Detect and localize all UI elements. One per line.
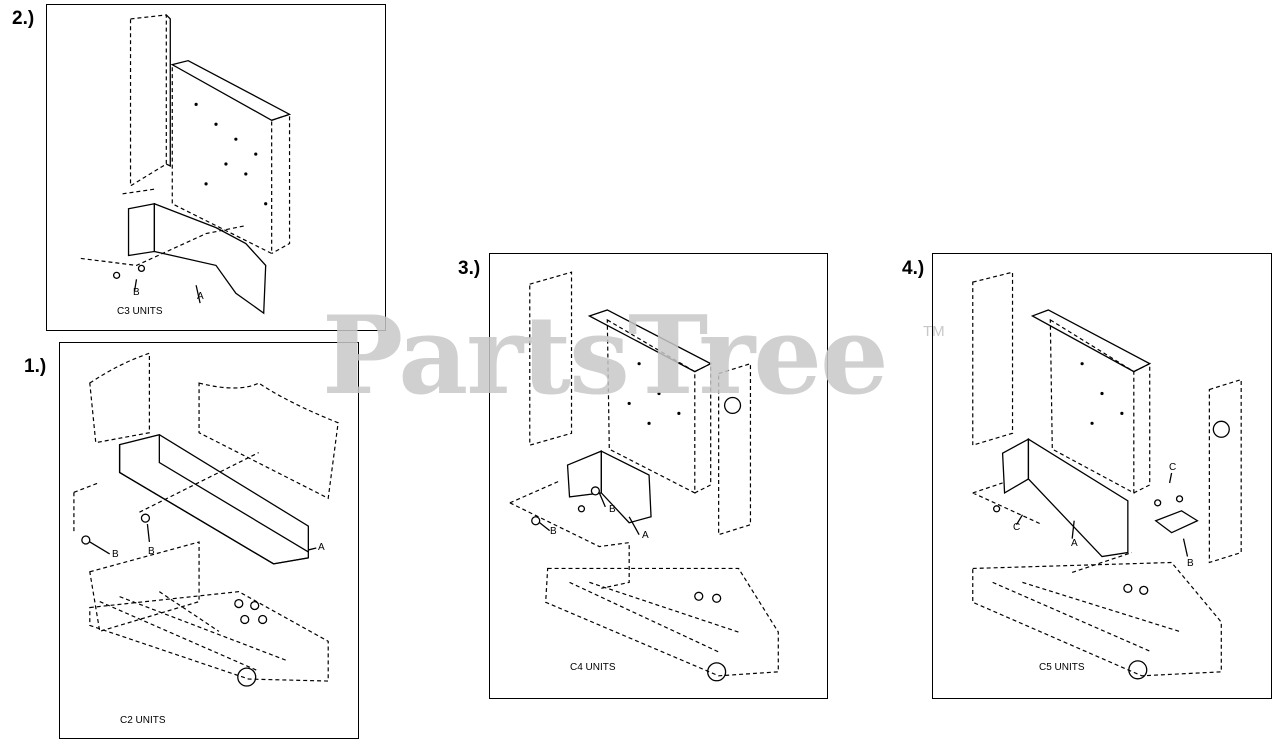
figure-4-number: 4.): [902, 258, 925, 279]
figure-4-callout-c-top: C: [1169, 462, 1177, 473]
partstree-watermark: PartsTree: [322, 293, 889, 419]
figure-1-number: 1.): [24, 356, 47, 377]
figure-4-panel: C C A B C5 UNITS: [932, 253, 1272, 699]
figure-2-number: 2.): [12, 8, 35, 29]
figure-1-callout-a: A: [318, 542, 325, 553]
figure-1-drawing: [73, 352, 339, 687]
figure-3-number: 3.): [458, 258, 481, 279]
figure-3-panel: B B A C4 UNITS: [489, 253, 828, 699]
figure-2-drawing: [80, 14, 292, 315]
figure-2-callout-b: B: [133, 287, 140, 298]
figure-2-caption: C3 UNITS: [117, 306, 163, 317]
figure-1-panel: B B A C2 UNITS: [59, 342, 359, 739]
figure-4-callout-a: A: [1071, 538, 1078, 549]
figure-4-caption: C5 UNITS: [1039, 662, 1085, 673]
figure-1-callout-b-center: B: [148, 546, 155, 557]
figure-3-caption: C4 UNITS: [570, 662, 616, 673]
figure-2-panel: B A C3 UNITS: [46, 4, 386, 331]
figure-1-callout-b-left: B: [112, 549, 119, 560]
trademark-symbol: TM: [923, 323, 945, 340]
figure-4-callout-c-left: C: [1013, 522, 1021, 533]
figure-3-callout-b-right: B: [609, 504, 616, 515]
figure-4-callout-b: B: [1187, 558, 1194, 569]
figure-3-callout-a: A: [642, 530, 649, 541]
figure-3-callout-b-left: B: [550, 526, 557, 537]
figure-3-drawing: [509, 271, 779, 682]
figure-1-caption: C2 UNITS: [120, 715, 166, 726]
figure-4-drawing: [972, 271, 1242, 680]
figure-2-callout-a: A: [197, 291, 204, 302]
